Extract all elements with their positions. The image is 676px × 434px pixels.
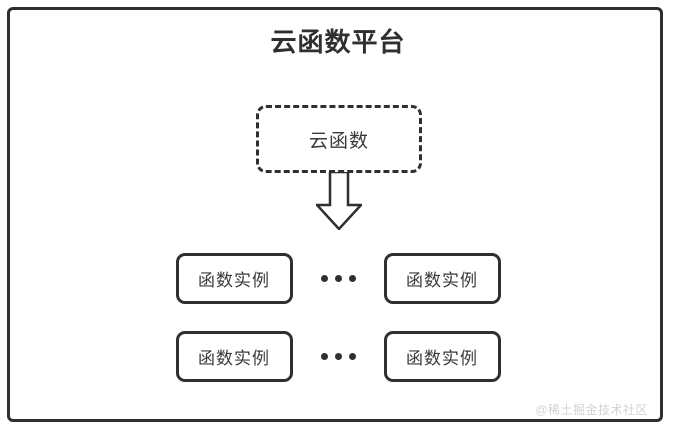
function-instance-label: 函数实例 <box>406 270 478 290</box>
function-instance-label: 函数实例 <box>198 348 270 368</box>
function-instance-box: 函数实例 <box>175 252 293 304</box>
ellipsis-dot <box>320 352 328 360</box>
cloud-function-node: 云函数 <box>256 105 422 173</box>
ellipsis-dot <box>348 274 356 282</box>
function-instance-label: 函数实例 <box>198 270 270 290</box>
ellipsis-indicator <box>293 253 384 304</box>
platform-title: 云函数平台 <box>270 27 406 57</box>
function-instance-label: 函数实例 <box>406 348 478 368</box>
function-instance-box: 函数实例 <box>175 330 293 382</box>
ellipsis-indicator <box>293 331 384 382</box>
function-instance-box: 函数实例 <box>383 252 501 304</box>
function-instance-box: 函数实例 <box>383 330 501 382</box>
watermark: @稀土掘金技术社区 <box>535 403 648 417</box>
ellipsis-dot <box>348 352 356 360</box>
ellipsis-dot <box>334 352 342 360</box>
instance-row: 函数实例 函数实例 <box>0 330 676 382</box>
instance-row: 函数实例 函数实例 <box>0 252 676 304</box>
down-block-arrow-icon <box>314 170 364 231</box>
ellipsis-dot <box>320 274 328 282</box>
ellipsis-dot <box>334 274 342 282</box>
cloud-function-label: 云函数 <box>308 130 369 152</box>
